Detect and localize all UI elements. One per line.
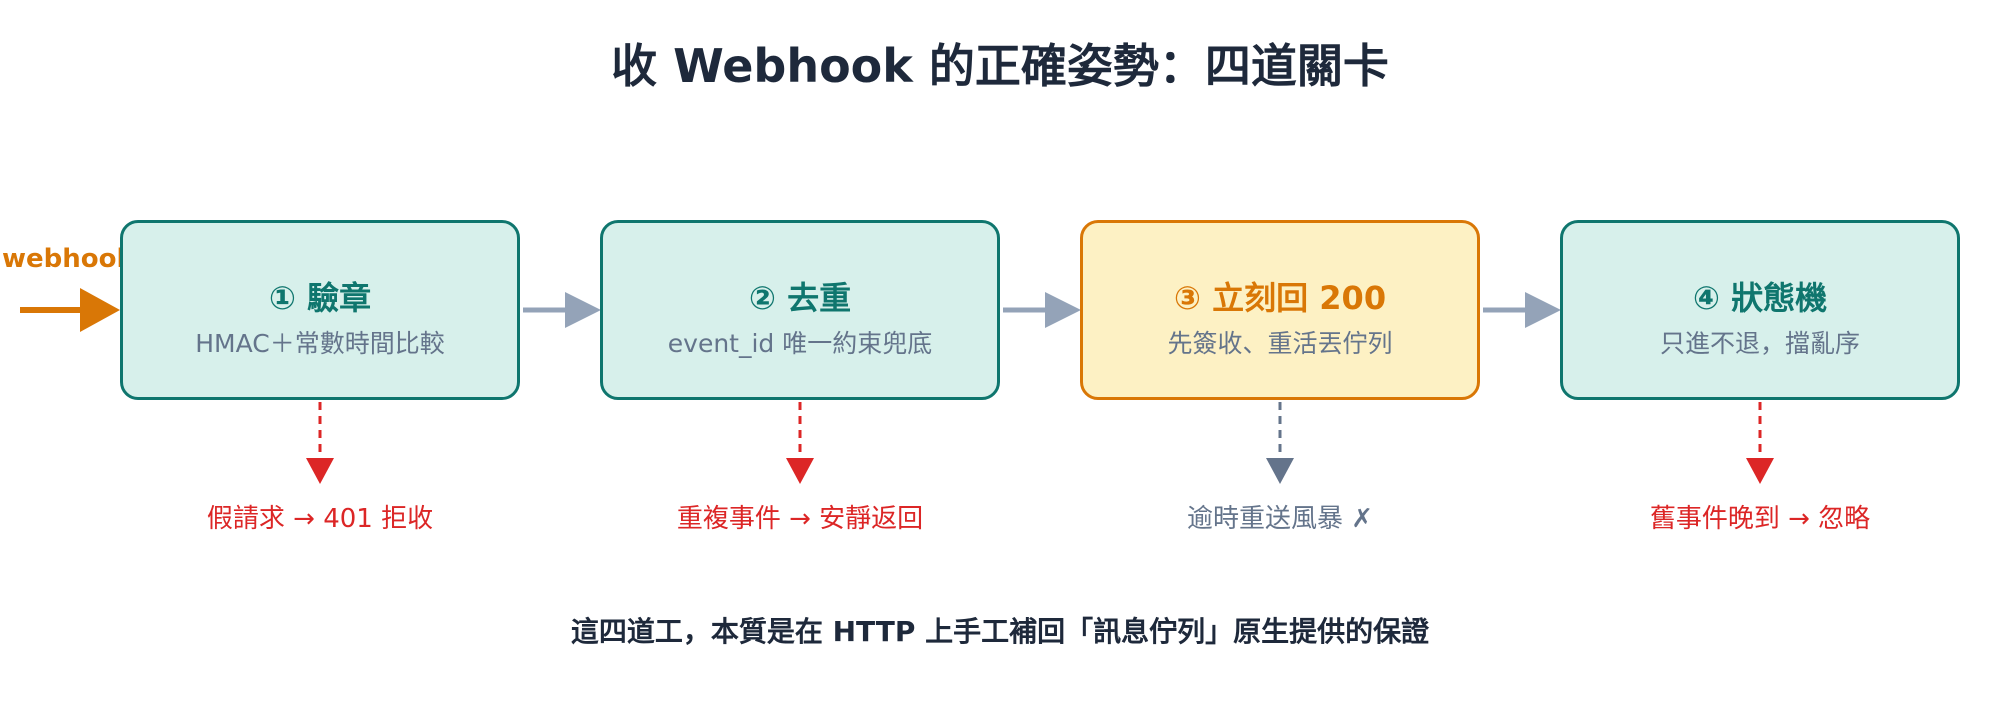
outcome-label-3: 逾時重送風暴 ✗ (1186, 504, 1374, 534)
outcome-arrow-1-head (306, 458, 334, 484)
stage-dedupe: ② 去重 event_id 唯一約束兜底 (600, 220, 1000, 400)
outcome-label-4: 舊事件晚到 → 忽略 (1649, 504, 1871, 534)
stage-title: ② 去重 (748, 279, 852, 317)
outcome-label-2: 重複事件 → 安靜返回 (676, 504, 924, 534)
connector-1-2-head (565, 292, 601, 328)
connector-2-3-head (1045, 292, 1081, 328)
stage-verify-signature: ① 驗章 HMAC＋常數時間比較 (120, 220, 520, 400)
connector-3-4-head (1525, 292, 1561, 328)
stage-subtitle: 先簽收、重活丟佇列 (1167, 329, 1393, 358)
stage-title: ① 驗章 (268, 279, 372, 317)
entry-arrow-head (80, 288, 120, 332)
stage-subtitle: 只進不退，擋亂序 (1659, 329, 1860, 358)
stage-respond-200: ③ 立刻回 200 先簽收、重活丟佇列 (1080, 220, 1480, 400)
outcome-arrow-2-head (786, 458, 814, 484)
footer-note: 這四道工，本質是在 HTTP 上手工補回「訊息佇列」原生提供的保證 (570, 615, 1430, 648)
outcome-label-1: 假請求 → 401 拒收 (206, 504, 434, 534)
stage-state-machine: ④ 狀態機 只進不退，擋亂序 (1560, 220, 1960, 400)
outcome-arrow-3-head (1266, 458, 1294, 484)
stage-title: ④ 狀態機 (1692, 279, 1828, 317)
stage-subtitle: event_id 唯一約束兜底 (667, 329, 933, 358)
outcome-arrow-4-head (1746, 458, 1774, 484)
stage-subtitle: HMAC＋常數時間比較 (195, 329, 445, 358)
stage-title: ③ 立刻回 200 (1173, 279, 1387, 317)
diagram-title: 收 Webhook 的正確姿勢：四道關卡 (611, 39, 1389, 93)
entry-label: webhook (2, 244, 134, 274)
